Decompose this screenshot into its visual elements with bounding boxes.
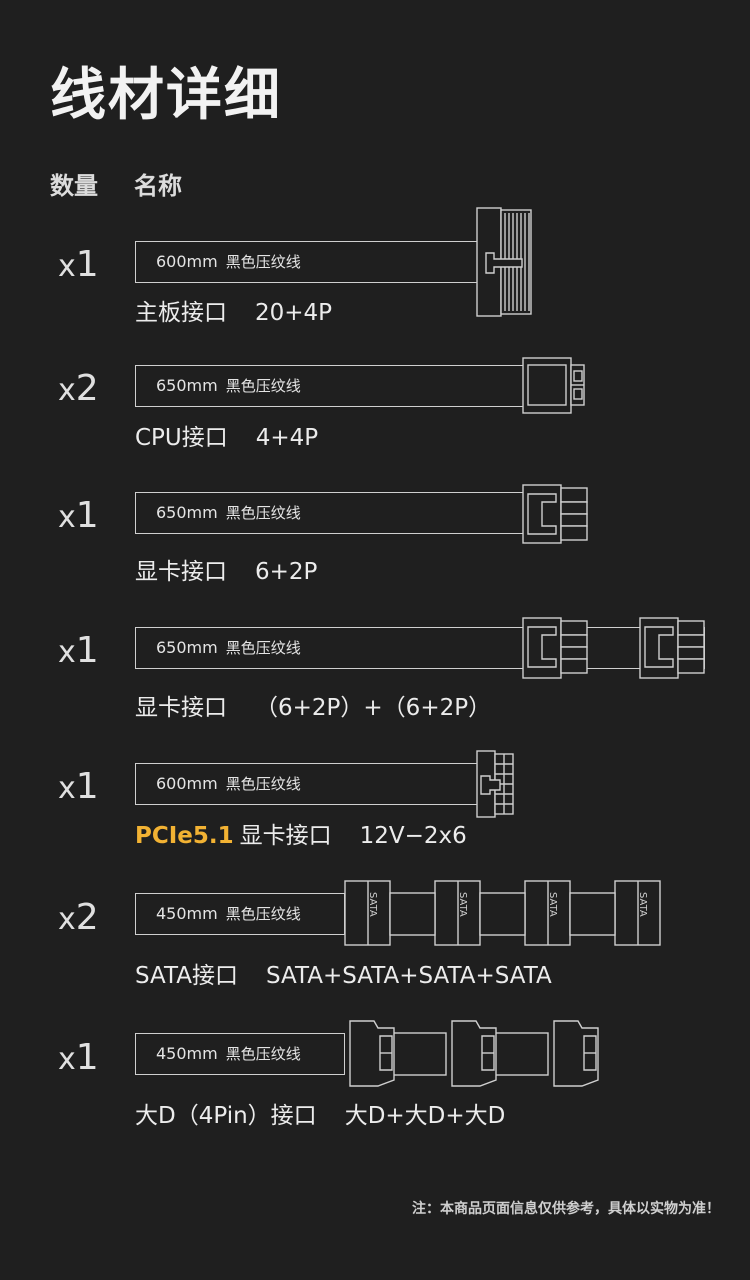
pcie51-highlight: PCIe5.1 bbox=[135, 823, 234, 849]
qty: x2 bbox=[58, 897, 99, 938]
header-qty: 数量 bbox=[50, 172, 98, 200]
sata-tag: SATA bbox=[547, 892, 558, 917]
12v-2x6-icon bbox=[476, 750, 514, 818]
qty: x1 bbox=[58, 244, 99, 285]
qty: x1 bbox=[58, 495, 99, 536]
qty: x1 bbox=[58, 630, 99, 671]
qty: x2 bbox=[58, 368, 99, 409]
header-name: 名称 bbox=[134, 172, 182, 200]
qty: x1 bbox=[58, 1037, 99, 1078]
pcie-8pin-icon bbox=[522, 484, 588, 544]
sata-icon bbox=[344, 880, 661, 946]
cpu-8pin-icon bbox=[522, 357, 585, 414]
sata-tag: SATA bbox=[367, 892, 378, 917]
cable-label: 大D（4Pin）接口大D+大D+大D bbox=[135, 1103, 506, 1129]
qty: x1 bbox=[58, 766, 99, 807]
sata-tag: SATA bbox=[457, 892, 468, 917]
molex-icon bbox=[349, 1020, 599, 1087]
sata-tag: SATA bbox=[637, 892, 648, 917]
cable-label: 显卡接口（6+2P）+（6+2P） bbox=[135, 695, 492, 721]
atx-24pin-icon bbox=[476, 207, 532, 317]
disclaimer-note: 注：本商品页面信息仅供参考，具体以实物为准！ bbox=[412, 1201, 720, 1217]
pcie-8pin-dual-icon bbox=[522, 617, 705, 679]
page-title: 线材详细 bbox=[50, 63, 282, 128]
